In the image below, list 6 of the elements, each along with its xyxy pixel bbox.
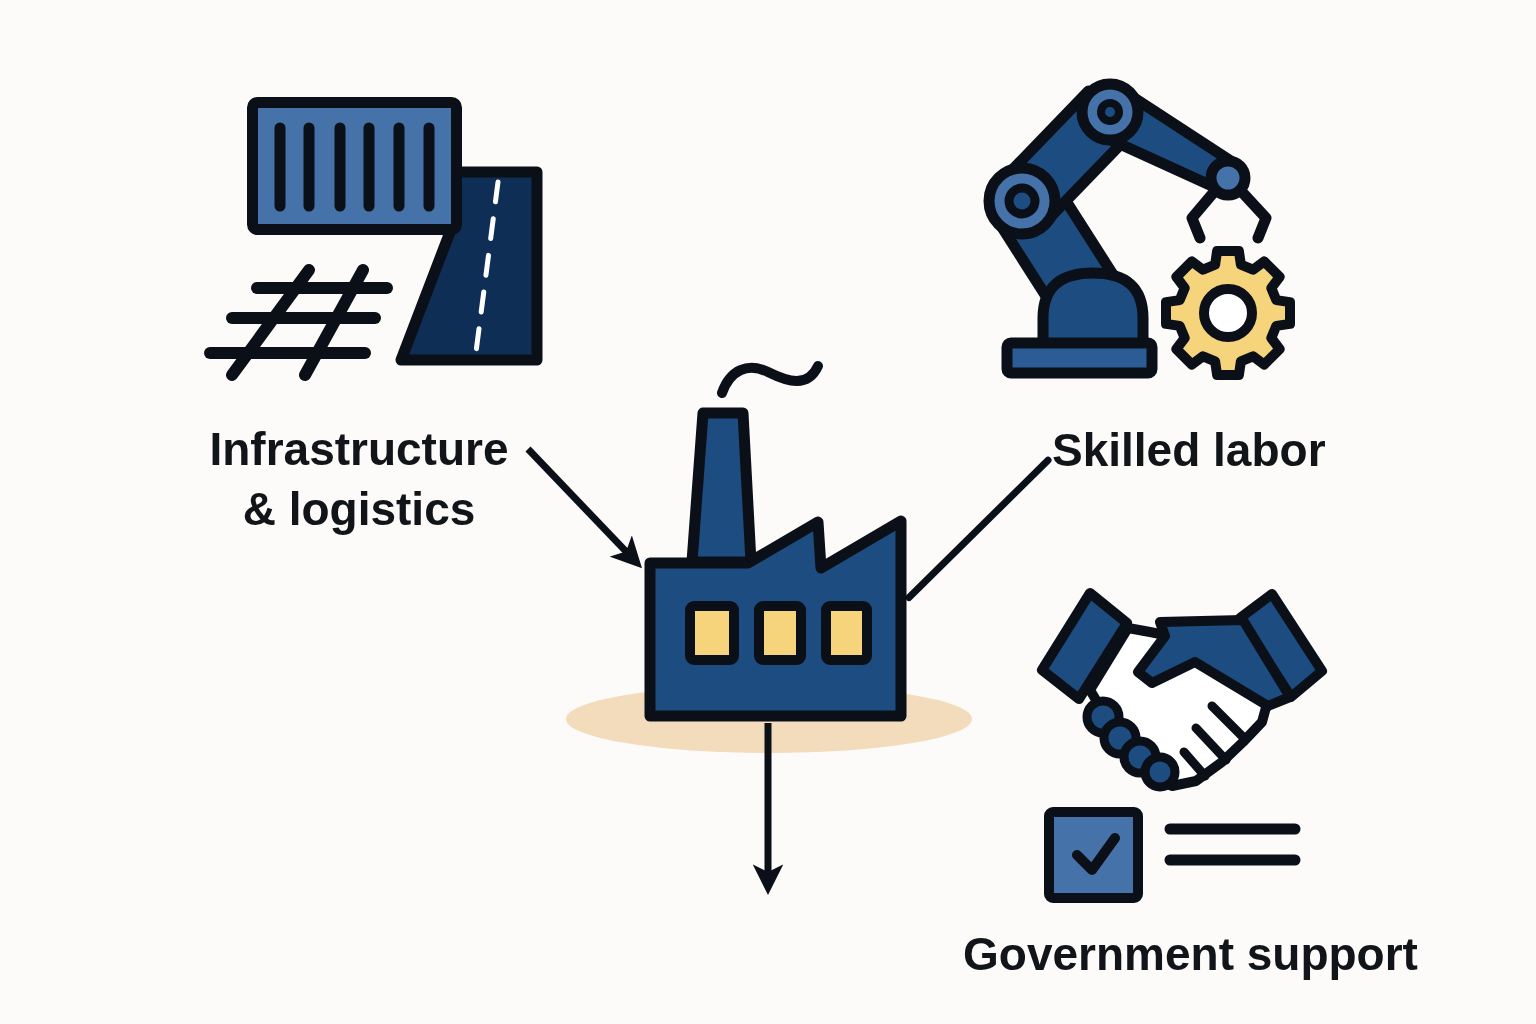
arrow: [752, 723, 784, 895]
arrow: [525, 446, 642, 569]
factor-label: Government support: [963, 927, 1418, 982]
connector-line: [905, 456, 1052, 602]
factor-label: Skilled labor: [1052, 420, 1326, 480]
factor-label: Infrastructure & logistics: [194, 419, 524, 539]
